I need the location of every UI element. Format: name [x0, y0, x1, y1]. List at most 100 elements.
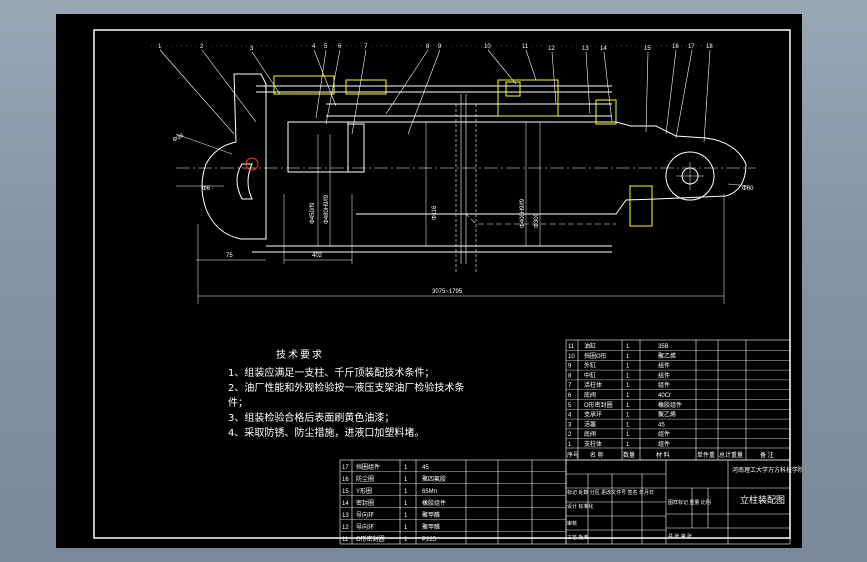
tech-line-4: 3、组装检验合格后表面刷黄色油漆；: [228, 413, 395, 424]
bom-upper-r4-c1: 活柱体: [584, 381, 602, 389]
bom-upper-r4-c3: 组件: [658, 381, 670, 389]
bom-upper-r10-c3: 组件: [658, 440, 670, 448]
tb-row2: 设计 标准化: [567, 503, 593, 510]
bom-upper-r8-c3: 45: [658, 422, 665, 428]
bom-h-name: 名 称: [590, 451, 604, 459]
title-block: [565, 459, 791, 545]
bom-lower-r4-c3: 聚甲醛: [422, 511, 440, 519]
tb-row1: 标记 处数 分区 更改文件号 签名 年月日: [567, 489, 654, 496]
tech-line-1: 1、组装应满足一支柱、千斤顶装配技术条件；: [228, 368, 435, 379]
balloon-6: 6: [338, 44, 342, 50]
balloon-9: 9: [438, 44, 442, 50]
bom-upper-r9-c3: 组件: [658, 430, 670, 438]
bom-upper-r3-c0: 8: [568, 373, 572, 379]
bottom-cap: [201, 73, 267, 240]
bom-upper-r6-c1: O形密封圈: [584, 401, 613, 409]
dim-len-75: 75: [226, 253, 233, 259]
bom-lower-r5-c0: 12: [342, 525, 349, 531]
title-block-texts: 河南理工大学万方科技学院 立柱装配图 标记 处数 分区 更改文件号 签名 年月日…: [567, 466, 802, 541]
bom-h-mat: 材 料: [656, 451, 670, 459]
bom-upper-r8-c0: 3: [568, 422, 572, 428]
dim-phi36: Φ36: [172, 132, 185, 143]
bom-lower-r4-c2: 1: [404, 513, 408, 519]
tech-line-5: 4、采取防锈、防尘措施，进液口加塑料堵。: [228, 428, 425, 439]
drawing-sheet: 1 2 3 4 5 6 7 8 9 10 11 12 13 14 15 16 1…: [56, 14, 802, 548]
piston-ring: [347, 123, 365, 173]
retracted-outline: [356, 213, 616, 225]
bom-lower-r6-c0: 11: [342, 537, 349, 543]
bom-upper-r1-c3: 聚乙烯: [658, 352, 676, 360]
balloon-4: 4: [312, 44, 316, 50]
bom-lower-r1-c1: 防尘圈: [356, 475, 374, 483]
bom-upper-r3-c2: 1: [626, 373, 630, 379]
bom-upper-r5-c1: 底阀: [584, 391, 596, 399]
valve-block: [629, 185, 653, 227]
bom-upper-r10-c0: 1: [568, 442, 572, 448]
bom-upper-r7-c3: 聚乙烯: [658, 411, 676, 419]
bom-upper-r1-c2: 1: [626, 354, 630, 360]
bom-lower-r1-c3: 聚四氟胶: [422, 475, 446, 483]
bom-lower-r2-c1: Y形圈: [356, 487, 372, 495]
bom-upper-r7-c2: 1: [626, 413, 630, 419]
seal-gland: [595, 99, 617, 125]
balloon-10: 10: [484, 44, 491, 50]
bom-lower-r6-c3: P225: [422, 537, 437, 543]
bom-lower-r5-c3: 聚甲醛: [422, 523, 440, 531]
balloon-5: 5: [324, 44, 328, 50]
bom-upper-r5-c3: 40Cr: [658, 393, 671, 399]
balloon-2: 2: [200, 44, 204, 50]
bom-h-no: 序号: [567, 451, 579, 459]
balloon-7: 7: [364, 44, 368, 50]
balloon-15: 15: [644, 46, 651, 52]
bom-lower-r1-c0: 16: [342, 477, 349, 483]
plunger-rod: [326, 121, 747, 215]
dim-phi450: Φ450/f9: [310, 202, 316, 224]
balloon-1: 1: [158, 44, 162, 50]
tech-line-2: 2、油厂性能和外观检验按一液压支架油厂检验技术条: [228, 383, 465, 394]
bom-upper-r1-c1: 挡圈O形: [584, 352, 607, 360]
bom-h-total: 总计重量: [719, 451, 743, 459]
school-name: 河南理工大学万方科技学院: [732, 466, 802, 474]
bom-lower-r2-c2: 1: [404, 489, 408, 495]
bom-upper-r2-c1: 外缸: [584, 362, 596, 370]
bom-lower-r3-c1: 密封圈: [356, 499, 374, 507]
balloon-8: 8: [426, 44, 430, 50]
bom-upper-r7-c0: 4: [568, 413, 572, 419]
tb-row3: 图样标记 重量 比例: [668, 499, 711, 506]
guide-sleeve: [497, 79, 559, 117]
bom-upper-r2-c2: 1: [626, 364, 630, 370]
bom-upper-r8-c2: 1: [626, 422, 630, 428]
balloon-12: 12: [548, 46, 555, 52]
bom-upper-r2-c0: 9: [568, 364, 572, 370]
tb-row6: 工艺 批准: [567, 534, 588, 541]
tb-row4: 共 张 第 张: [668, 533, 692, 540]
bottom-cap-inner: [236, 163, 253, 200]
bom-lower-r0-c0: 17: [342, 465, 349, 471]
bom-upper-r3-c1: 中缸: [584, 371, 596, 379]
bom-upper-r9-c2: 1: [626, 432, 630, 438]
bom-upper-r6-c0: 5: [568, 403, 572, 409]
tech-line-3: 件；: [228, 398, 248, 409]
bom-upper-r9-c0: 2: [568, 432, 572, 438]
balloon-18: 18: [706, 44, 713, 50]
bom-upper-r9-c1: 底阀: [584, 430, 596, 438]
dim-phi480: Φ480H9/f9: [324, 194, 330, 224]
bom-lower-table: [339, 459, 567, 545]
balloon-leaders: [151, 45, 721, 143]
balloon-13: 13: [582, 46, 589, 52]
tech-title: 技术要求: [276, 350, 324, 361]
balloon-numbers: 1 2 3 4 5 6 7 8 9 10 11 12 13 14 15 16 1…: [158, 44, 713, 52]
bom-upper-r7-c1: 支承环: [584, 411, 602, 419]
bom-upper-r0-c2: 1: [626, 344, 630, 350]
dimension-texts: Φ36 Φ6 75 402 3075~1795 Φ450/f9 Φ480H9/f…: [172, 132, 754, 295]
bom-upper-r10-c2: 1: [626, 442, 630, 448]
assembly-drawing: 1 2 3 4 5 6 7 8 9 10 11 12 13 14 15 16 1…: [93, 29, 802, 545]
bom-lower-r5-c1: 导向环: [356, 523, 374, 531]
bom-upper-r1-c0: 10: [568, 354, 575, 360]
bom-lower-r6-c2: 1: [404, 537, 408, 543]
drawing-name: 立柱装配图: [740, 494, 785, 505]
bom-upper-r0-c1: 油缸: [584, 342, 596, 350]
bom-lower-r3-c3: 橡胶组件: [422, 499, 446, 507]
